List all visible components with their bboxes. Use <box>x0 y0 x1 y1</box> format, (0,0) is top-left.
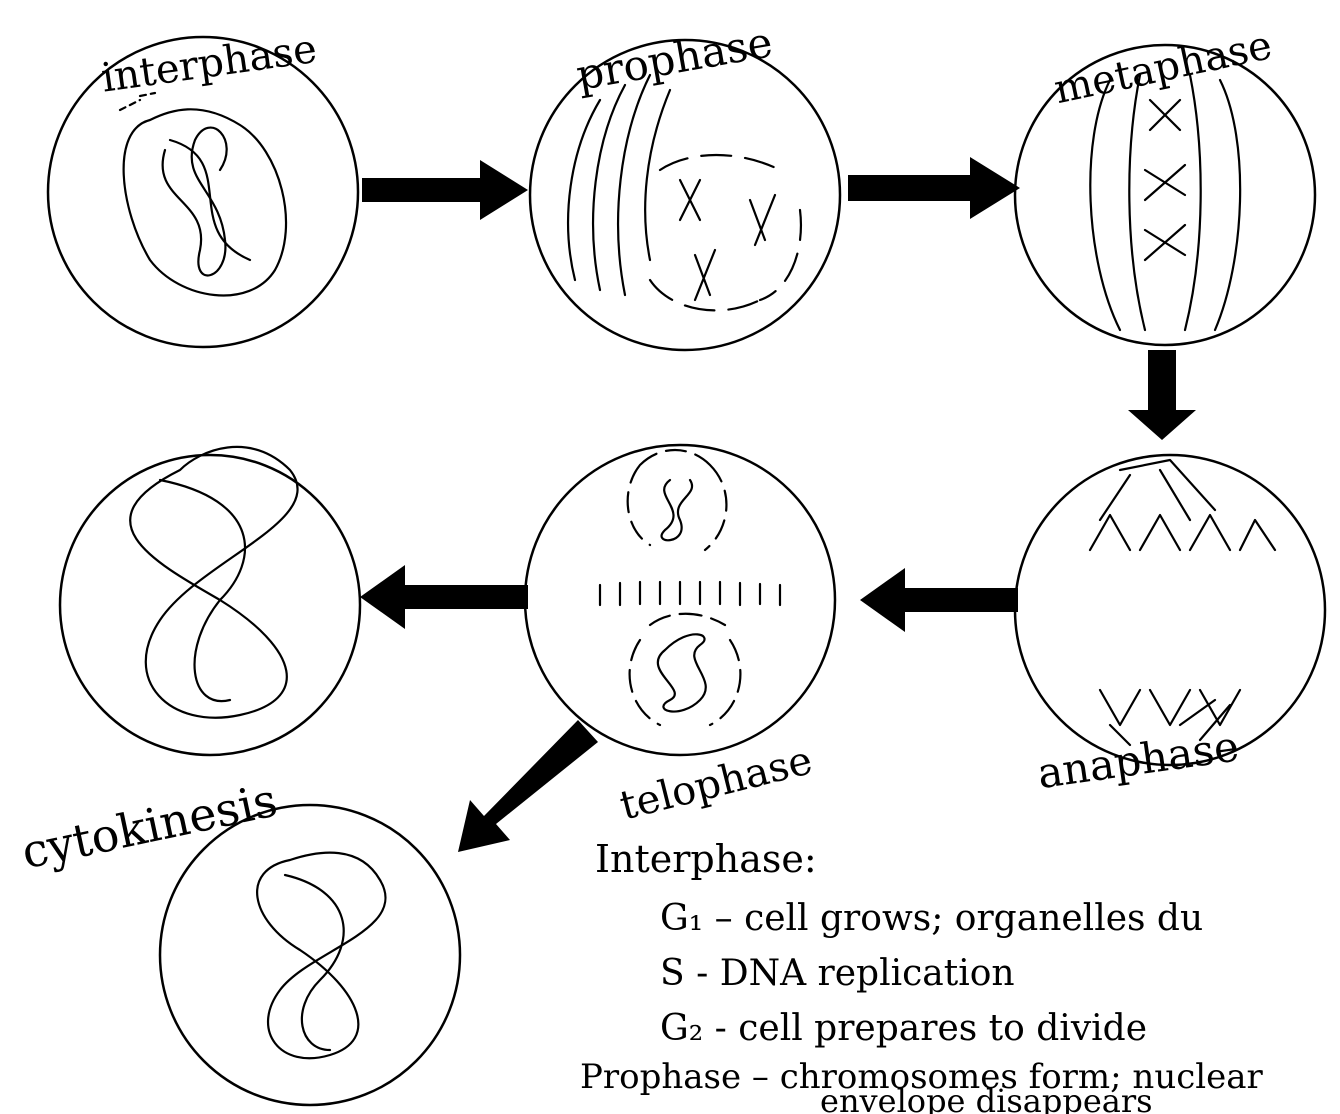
note-interphase-heading: Interphase: <box>595 837 817 881</box>
cytokinesis-cell-upper <box>58 445 362 757</box>
note-prophase-line1: Prophase – chromosomes form; nuclear <box>580 1057 1264 1097</box>
arrow-telophase-to-cytokinesis <box>360 565 528 629</box>
notes-block: Interphase: G₁ – cell grows; organelles … <box>580 837 1264 1114</box>
note-s: S - DNA replication <box>660 953 1015 994</box>
arrow-interphase-to-prophase <box>362 160 528 220</box>
arrow-anaphase-to-telophase <box>860 568 1018 632</box>
prophase-cell <box>528 38 842 352</box>
arrow-prophase-to-metaphase <box>848 157 1020 219</box>
note-g1: G₁ – cell grows; organelles du <box>660 898 1203 939</box>
interphase-cell <box>46 35 360 349</box>
note-prophase-line2: envelope disappears <box>820 1082 1153 1114</box>
cytokinesis-cell-lower <box>158 803 462 1107</box>
metaphase-cell <box>1013 43 1317 347</box>
note-g2: G₂ - cell prepares to divide <box>660 1008 1147 1049</box>
telophase-cell <box>523 443 837 757</box>
anaphase-cell <box>1013 453 1327 767</box>
arrow-metaphase-to-anaphase <box>1128 350 1196 440</box>
arrow-telophase-to-lower-cytokinesis <box>458 720 598 852</box>
